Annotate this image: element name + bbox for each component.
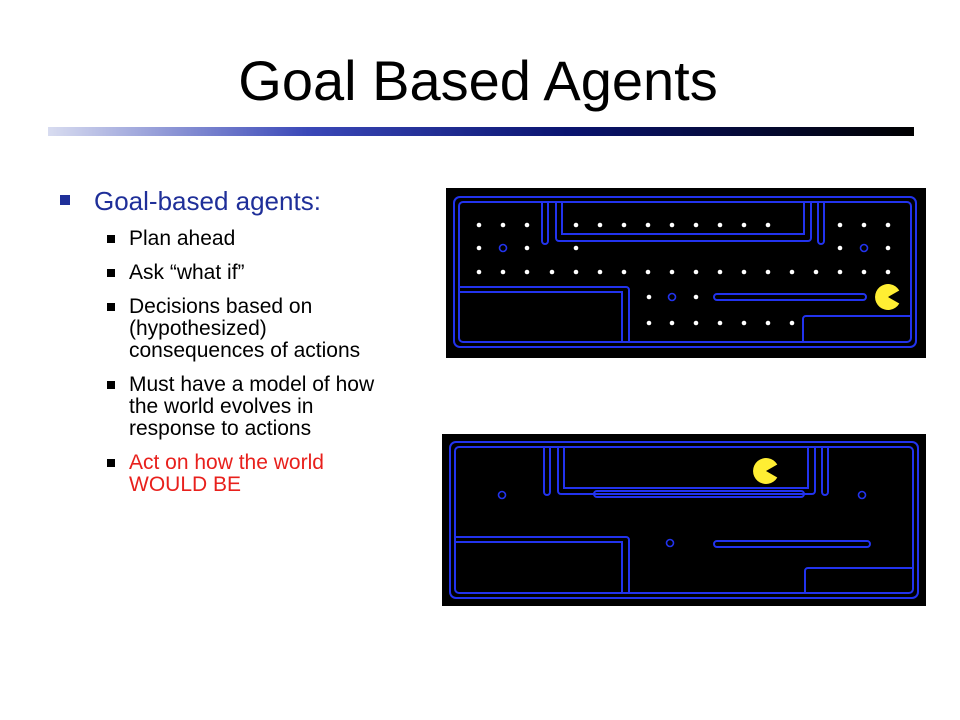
square-bullet-icon [107, 303, 115, 311]
square-bullet-icon [60, 195, 70, 205]
maze-walls [449, 441, 919, 599]
slide-title: Goal Based Agents [238, 49, 718, 112]
bullet-plan-ahead: Plan ahead [58, 228, 399, 250]
bullet-text: Plan ahead [129, 227, 236, 250]
bullet-main: Goal-based agents: [58, 186, 398, 216]
maze-full-graphic [453, 196, 917, 348]
bullet-text: Decisions based on (hypothesized) conseq… [129, 295, 361, 362]
maze-empty-graphic [449, 441, 919, 599]
bullet-main-text: Goal-based agents: [94, 186, 321, 216]
bullet-decisions: Decisions based on (hypothesized) conseq… [58, 296, 399, 362]
square-bullet-icon [107, 235, 115, 243]
power-pellets [498, 243, 869, 302]
square-bullet-icon [107, 459, 115, 467]
bullet-list: Goal-based agents: Plan ahead Ask “what … [58, 186, 398, 508]
bullet-ask-what-if: Ask “what if” [58, 262, 399, 284]
pacman-icon [875, 284, 900, 310]
bullet-highlight: Act on how the world WOULD BE [58, 452, 399, 496]
pacman-maze-empty [442, 434, 926, 606]
pellets [476, 222, 891, 326]
maze-walls [453, 196, 917, 348]
bullet-highlight-text: Act on how the world WOULD BE [129, 451, 324, 496]
title-underline [48, 127, 914, 136]
pacman-maze-full [446, 188, 926, 358]
bullet-text: Must have a model of how the world evolv… [129, 373, 375, 440]
square-bullet-icon [107, 381, 115, 389]
pacman-icon [753, 458, 778, 484]
bullet-model: Must have a model of how the world evolv… [58, 374, 399, 440]
bullet-text: Ask “what if” [129, 261, 245, 284]
power-pellets [497, 490, 867, 548]
square-bullet-icon [107, 269, 115, 277]
